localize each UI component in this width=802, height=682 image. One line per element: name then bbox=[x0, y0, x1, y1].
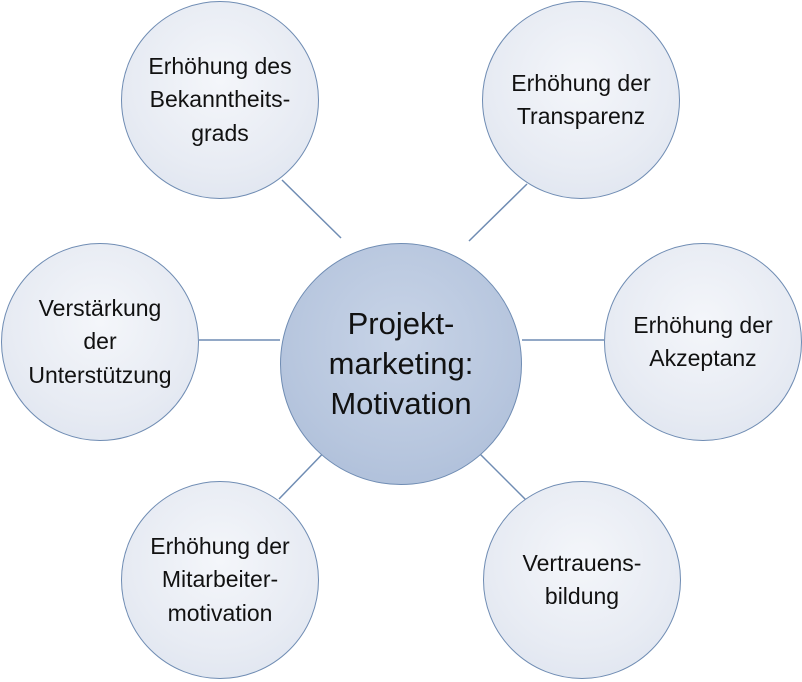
node-akzeptanz-label: Erhöhung der Akzeptanz bbox=[633, 309, 772, 376]
node-vertrauensbildung-line-1: Vertrauens- bbox=[522, 549, 642, 576]
node-unterstuetzung-label: Verstärkung der Unterstützung bbox=[28, 292, 171, 392]
node-akzeptanz-line-2: Akzeptanz bbox=[649, 345, 757, 371]
node-mitarbeitermotivation-line-2: Mitarbeiter- bbox=[161, 566, 279, 593]
center-line-2: marketing: bbox=[328, 345, 474, 381]
node-mitarbeitermotivation-label: Erhöhung der Mitarbeiter- motivation bbox=[150, 530, 289, 630]
node-akzeptanz-line-1: Erhöhung der bbox=[633, 311, 773, 338]
node-unterstuetzung-line-3: Unterstützung bbox=[28, 361, 172, 388]
node-transparenz-line-1: Erhöhung der bbox=[511, 69, 651, 96]
node-transparenz: Erhöhung der Transparenz bbox=[482, 1, 680, 199]
connector-transparenz bbox=[468, 183, 528, 242]
center-line-1: Projekt- bbox=[347, 305, 455, 341]
connector-bekanntheitsgrad bbox=[281, 179, 342, 239]
node-unterstuetzung: Verstärkung der Unterstützung bbox=[1, 243, 199, 441]
node-mitarbeitermotivation-line-1: Erhöhung der bbox=[150, 532, 290, 559]
node-vertrauensbildung: Vertrauens- bildung bbox=[483, 481, 681, 679]
node-bekanntheitsgrad-line-2: Bekanntheits- bbox=[149, 86, 291, 113]
node-vertrauensbildung-label: Vertrauens- bildung bbox=[523, 547, 642, 614]
node-mitarbeitermotivation-line-3: motivation bbox=[167, 599, 273, 626]
node-mitarbeitermotivation: Erhöhung der Mitarbeiter- motivation bbox=[121, 481, 319, 679]
center-node-label: Projekt- marketing: Motivation bbox=[329, 304, 474, 425]
node-akzeptanz: Erhöhung der Akzeptanz bbox=[604, 243, 802, 441]
node-vertrauensbildung-line-2: bildung bbox=[544, 583, 620, 609]
node-unterstuetzung-line-1: Verstärkung bbox=[38, 294, 162, 321]
node-bekanntheitsgrad: Erhöhung des Bekanntheits- grads bbox=[121, 1, 319, 199]
node-transparenz-line-2: Transparenz bbox=[516, 103, 646, 129]
node-bekanntheitsgrad-line-3: grads bbox=[191, 119, 249, 146]
node-bekanntheitsgrad-line-1: Erhöhung des bbox=[148, 52, 292, 79]
node-transparenz-label: Erhöhung der Transparenz bbox=[511, 67, 650, 134]
node-bekanntheitsgrad-label: Erhöhung des Bekanntheits- grads bbox=[148, 50, 291, 150]
center-line-3: Motivation bbox=[330, 386, 472, 422]
node-unterstuetzung-line-2: der bbox=[83, 328, 117, 355]
center-node-projektmarketing: Projekt- marketing: Motivation bbox=[280, 243, 522, 485]
